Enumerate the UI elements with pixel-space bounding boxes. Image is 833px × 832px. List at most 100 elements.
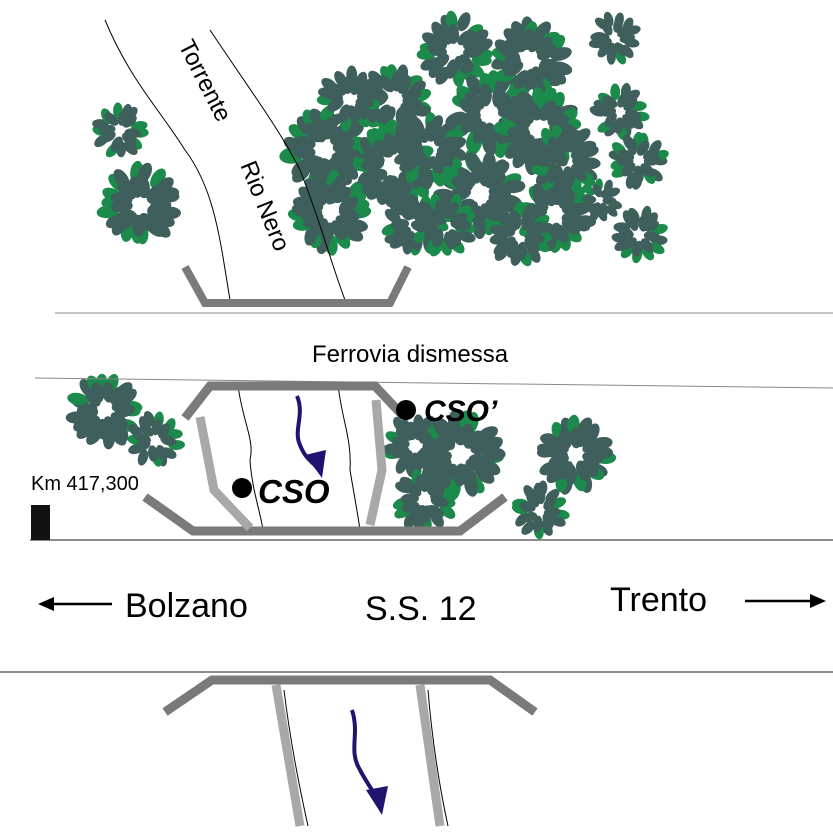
leaf [401,501,420,513]
arrow-east-head [810,594,826,608]
leaf [559,428,572,449]
leaf [139,423,154,437]
leaf [627,138,638,155]
leaf [618,226,634,239]
stream-bank-bottom-right [427,689,449,827]
leaf [356,86,374,100]
leaf [415,475,429,492]
tree-icon [410,193,476,257]
leaf [430,484,445,501]
leaf [649,242,665,255]
leaf [582,194,597,204]
tree-icon [526,122,601,197]
leaf [621,237,637,250]
leaf [599,202,609,217]
leaf [507,126,531,140]
leaf [513,70,530,90]
leaf [623,97,638,111]
leaf [471,54,492,67]
leaf [457,230,476,243]
leaf [157,423,170,439]
leaf [562,166,575,187]
leaf [147,445,159,462]
tree-icon [489,201,552,267]
leaf [613,117,625,134]
tree-icon [392,466,457,533]
leaf [532,515,543,533]
leaf [376,104,392,123]
leaf [549,515,566,527]
stream-bank-right [337,384,361,531]
km-marker-post [31,505,50,540]
city-trento: Trento [610,581,707,619]
leaf [298,155,320,171]
tree-icon [608,131,669,190]
leaf [521,212,532,231]
wall-right [365,399,387,526]
leaf [122,114,137,128]
leaf [395,107,408,127]
tree-icon [611,205,668,264]
leaf [454,55,470,74]
leaf [406,421,418,441]
leaf [488,184,512,198]
leaf [427,505,444,519]
leaf [400,493,419,505]
leaf [423,225,439,241]
wall-bottom-left [271,684,305,827]
leaf [137,449,149,466]
leaf [332,137,355,153]
cso-marker [232,478,252,498]
leaf [431,53,450,69]
leaf [338,104,351,123]
leaf [582,440,603,454]
leaf [114,209,136,225]
leaf [625,172,637,189]
leaf [501,236,516,253]
leaf [327,98,344,112]
tree-icon [65,373,143,450]
stream-bank-left [237,384,264,531]
stream-bank-bottom-left [283,689,309,827]
leaf [605,205,618,217]
leaf [524,100,542,121]
arrow-west-head [38,597,54,611]
leaf [447,24,460,44]
leaf [444,231,456,250]
leaf [557,133,570,154]
leaf [91,382,104,403]
leaf [76,403,98,416]
leaf [147,191,169,205]
leaf [380,174,396,197]
leaf [594,33,610,43]
leaf [524,237,539,253]
leaf [67,392,88,406]
leaf [527,221,543,237]
road-culvert [162,675,538,716]
rail-culvert-top [181,381,409,422]
leaf [566,137,584,153]
leaf [640,238,654,253]
tree-icon [491,16,573,99]
leaf [575,460,590,481]
flow-arrowhead-lower [366,786,388,815]
leaf [628,214,639,231]
tree-icon [589,82,650,141]
tree-icon [92,102,149,158]
leaf [406,201,418,220]
leaf [614,42,627,56]
leaf [104,112,119,126]
leaf [293,136,316,150]
leaf [444,202,459,219]
leaf [160,435,177,446]
leaf [589,202,601,214]
leaf [592,184,603,198]
leaf [401,88,422,101]
leaf [99,124,116,135]
leaf [338,196,359,213]
tree-icon [578,178,623,222]
tree-icon [127,410,185,467]
leaf [480,203,500,222]
leaf [131,121,148,132]
flow-arrowhead-upper [305,450,326,478]
